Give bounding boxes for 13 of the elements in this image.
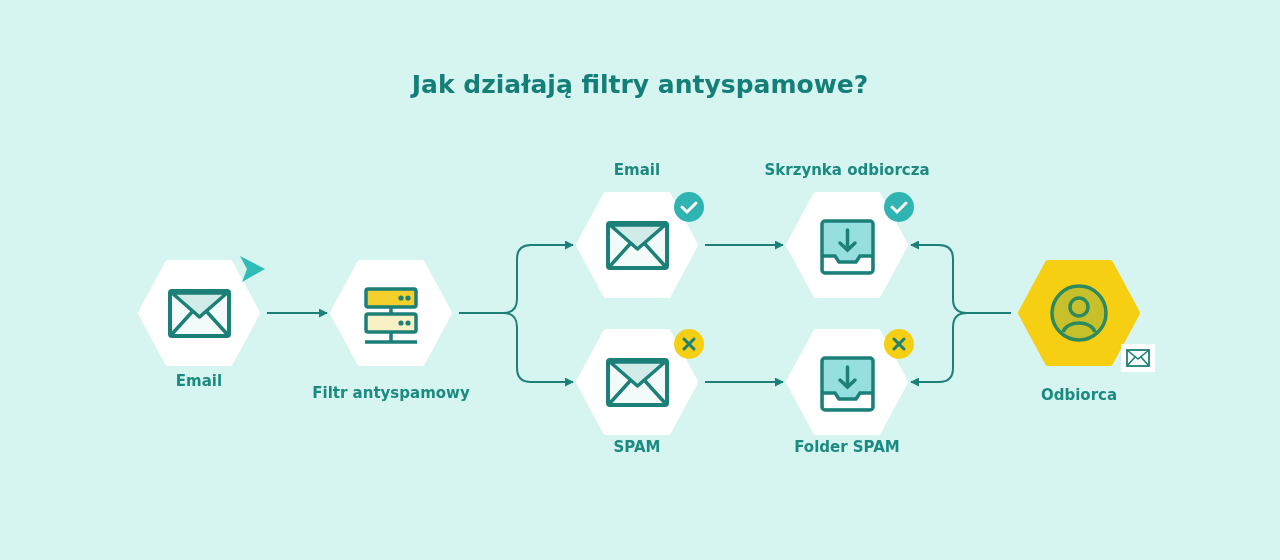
diagram-title: Jak działają filtry antyspamowe? (409, 70, 870, 99)
arrow (704, 240, 784, 250)
node-label: Folder SPAM (793, 437, 901, 457)
arrow (910, 312, 1012, 387)
node-label: Skrzynka odbiorcza (763, 160, 931, 180)
arrow (458, 312, 574, 387)
node-label: Email (612, 160, 662, 180)
node-label: Filtr antyspamowy (311, 383, 471, 403)
node-label: Email (174, 371, 224, 391)
node-label: Odbiorca (1039, 385, 1119, 405)
arrow (266, 308, 328, 318)
node-label: SPAM (612, 437, 662, 457)
arrow (704, 377, 784, 387)
